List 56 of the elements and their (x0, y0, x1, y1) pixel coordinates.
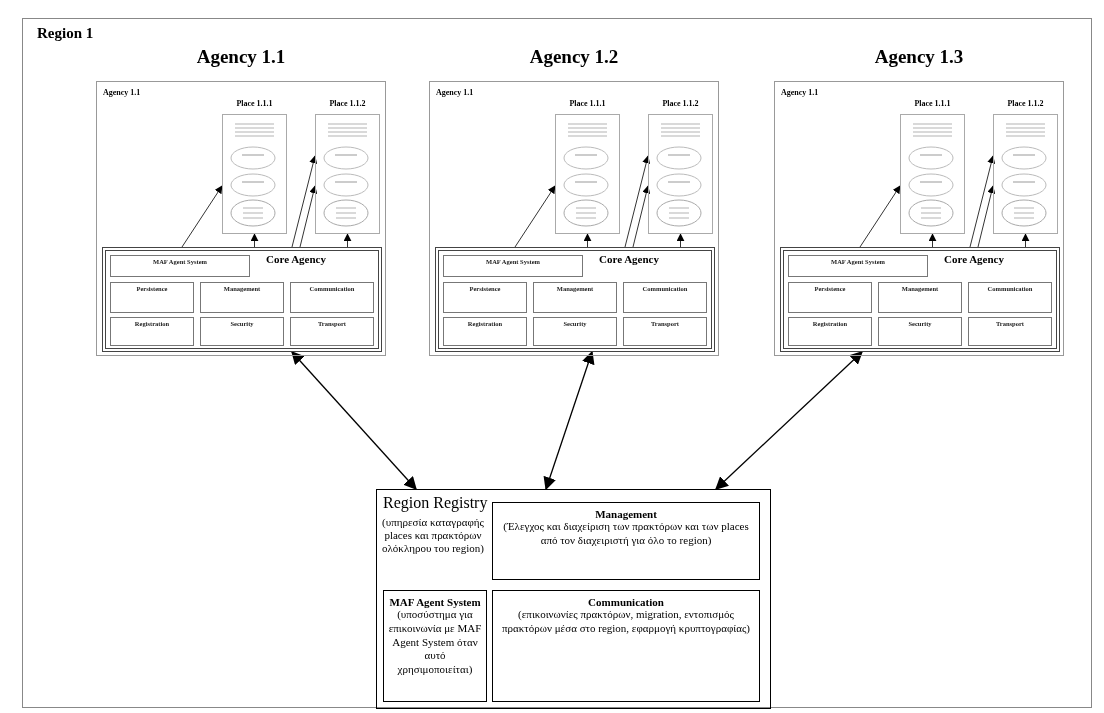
registry-box (376, 489, 771, 709)
component-box (110, 317, 194, 346)
component-box (110, 255, 250, 277)
component-box (968, 317, 1052, 346)
component-box (200, 282, 284, 313)
component-box (788, 317, 872, 346)
region-frame (22, 18, 1092, 708)
component-title: Communication (587, 596, 665, 608)
core-agency-title: Core Agency (944, 253, 1004, 265)
arrow (291, 351, 417, 490)
component-title: MAF Agent System (388, 596, 482, 608)
agency-title: Agency 1.2 (528, 46, 620, 68)
component-description: (υποσύστημα για επικοινωνία με MAF Agent System όταν αυτό χρησιμοποιείται) (387, 608, 483, 677)
place-title: Place 1.1.1 (913, 99, 952, 108)
registry-description: (υπηρεσία καταγραφής places και πρακτόρων ολόκληρου του region) (381, 516, 485, 556)
place-title: Place 1.1.2 (661, 99, 700, 108)
component-box (443, 317, 527, 346)
component-box (443, 255, 583, 277)
place-title: Place 1.1.1 (235, 99, 274, 108)
arrow (543, 350, 595, 491)
component-description: (Έλεγχος και διαχείριση των πρακτόρων και των places από τον διαχειριστή για όλο το region) (502, 520, 750, 548)
component-box (878, 282, 962, 313)
component-box (443, 282, 527, 313)
component-box (878, 317, 962, 346)
component-box (290, 282, 374, 313)
agency-title: Agency 1.3 (873, 46, 965, 68)
component-title: Management (594, 508, 658, 520)
agency-label: Agency 1.1 (781, 88, 819, 97)
component-box (533, 282, 617, 313)
component-box (623, 282, 707, 313)
agency-label: Agency 1.1 (436, 88, 474, 97)
core-agency-box (102, 247, 382, 352)
core-agency-box (435, 247, 715, 352)
component-box (623, 317, 707, 346)
component-box (968, 282, 1052, 313)
component-box (533, 317, 617, 346)
agency-label: Agency 1.1 (103, 88, 141, 97)
component-box (200, 317, 284, 346)
agency-title: Agency 1.1 (195, 46, 287, 68)
component-box (290, 317, 374, 346)
arrow (715, 351, 863, 490)
component-box (492, 590, 760, 702)
core-agency-title: Core Agency (599, 253, 659, 265)
component-box (110, 282, 194, 313)
registry-title: Region Registry (383, 494, 488, 512)
component-description: (επικοινωνίες πρακτόρων, migration, εντοπισμός πρακτόρων μέσα στο region, εφαρμογή κρυπτογραφίας) (501, 608, 751, 636)
component-box (383, 590, 487, 702)
component-box (788, 282, 872, 313)
component-box (492, 502, 760, 580)
place-title: Place 1.1.1 (568, 99, 607, 108)
region-title: Region 1 (37, 25, 94, 42)
place-title: Place 1.1.2 (1006, 99, 1045, 108)
component-box (788, 255, 928, 277)
core-agency-title: Core Agency (266, 253, 326, 265)
core-agency-box (780, 247, 1060, 352)
place-title: Place 1.1.2 (328, 99, 367, 108)
